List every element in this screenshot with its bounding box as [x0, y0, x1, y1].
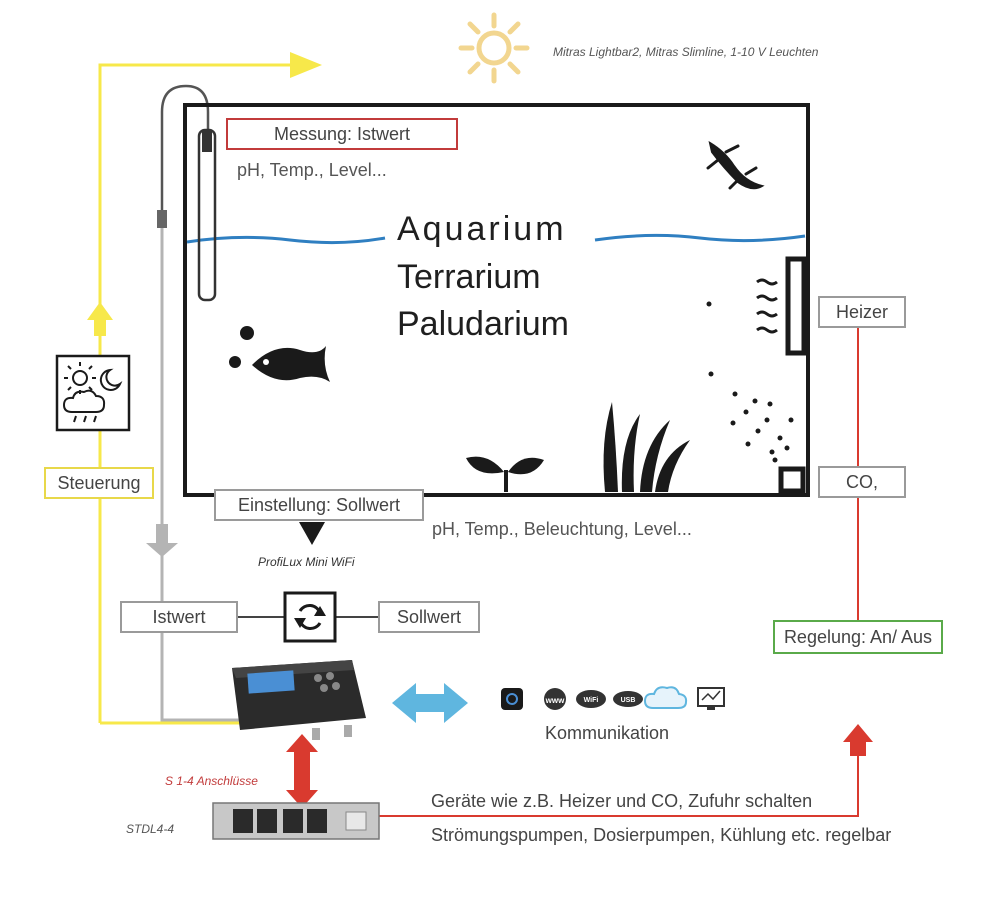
regulation-label: Regelung: An/ Aus	[773, 620, 943, 654]
svg-text:www: www	[545, 696, 565, 705]
actual-value-label: Istwert	[120, 601, 238, 633]
habitat-aquarium: Aquarium	[397, 210, 567, 248]
wifi-icon: WiFi	[576, 690, 606, 708]
co2-diffuser-icon	[778, 466, 806, 494]
heater-element-icon	[756, 256, 807, 356]
heater-label: Heizer	[818, 296, 906, 328]
water-surface-left	[186, 235, 386, 245]
regulation-line	[372, 328, 873, 817]
measurement-label: Messung: Istwert	[226, 118, 458, 150]
sprout-icon	[466, 456, 544, 492]
weather-icon[interactable]	[55, 354, 131, 432]
svg-text:WiFi: WiFi	[584, 697, 599, 704]
communication-label: Kommunikation	[545, 723, 670, 743]
target-value-label: Sollwert	[378, 601, 480, 633]
co2-label: CO,	[818, 466, 906, 498]
setpoint-values: pH, Temp., Beleuchtung, Level...	[432, 519, 692, 539]
monitor-icon	[697, 687, 725, 710]
lighting-caption: Mitras Lightbar2, Mitras Slimline, 1-10 …	[553, 45, 819, 59]
stdl-power-strip[interactable]	[212, 802, 380, 840]
profilux-controller[interactable]	[232, 660, 366, 740]
habitat-paludarium: Paludarium	[397, 305, 569, 343]
control-label: Steuerung	[44, 467, 154, 499]
usb-icon: USB	[613, 691, 643, 707]
www-icon: www	[544, 688, 566, 710]
app-icon	[501, 688, 523, 710]
water-surface-right	[594, 233, 806, 243]
controller-model: ProfiLux Mini WiFi	[258, 555, 355, 569]
sync-icon	[283, 591, 337, 643]
communication-arrow	[392, 683, 468, 723]
grass-icon	[603, 402, 690, 492]
regulate-devices-text: Strömungspumpen, Dosierpumpen, Kühlung e…	[431, 825, 892, 845]
cloud-icon	[643, 686, 688, 709]
setpoint-pointer	[299, 522, 325, 545]
ph-probe-icon	[197, 128, 217, 302]
probe-line	[146, 84, 255, 722]
habitat-terrarium: Terrarium	[397, 258, 541, 296]
lizard-icon	[706, 140, 765, 190]
fish-icon	[229, 326, 330, 382]
measurement-values: pH, Temp., Level...	[237, 160, 387, 180]
svg-text:USB: USB	[621, 697, 636, 704]
tank-frame	[183, 103, 810, 497]
communication-icons: www WiFi USB	[501, 686, 725, 710]
co2-bubbles	[706, 301, 794, 463]
setpoint-label: Einstellung: Sollwert	[214, 489, 424, 521]
switch-devices-text: Geräte wie z.B. Heizer und CO, Zufuhr sc…	[431, 791, 813, 811]
control-line	[87, 52, 322, 725]
ports-arrow	[286, 734, 318, 808]
power-strip-model: STDL4-4	[126, 822, 175, 836]
sun-icon	[458, 12, 530, 84]
ports-label: S 1-4 Anschlüsse	[165, 774, 258, 788]
